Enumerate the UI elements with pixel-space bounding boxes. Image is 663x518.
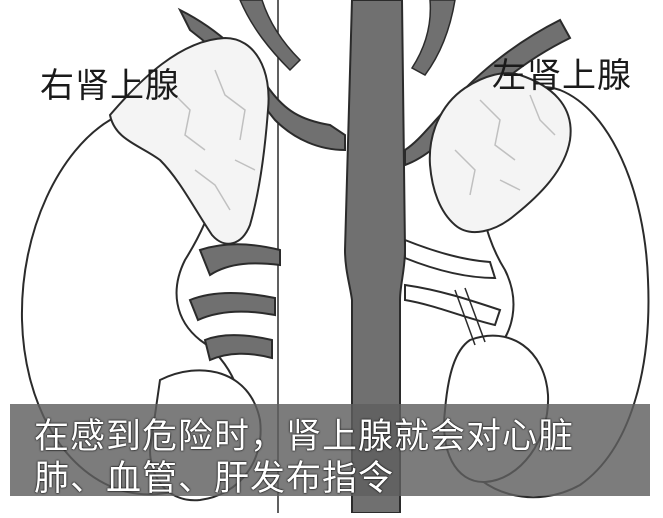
caption-line-2: 肺、血管、肝发布指令 xyxy=(34,459,395,499)
right-adrenal-label: 右肾上腺 xyxy=(40,66,180,106)
right-adrenal-gland xyxy=(108,36,270,245)
caption-line-1: 在感到危险时，肾上腺就会对心脏 xyxy=(34,417,575,457)
caption-background xyxy=(10,404,650,496)
right-renal-vessel-2 xyxy=(188,292,276,322)
right-upper-vessel-2 xyxy=(239,0,302,72)
left-upper-vessel-2 xyxy=(410,0,456,76)
right-renal-vessel xyxy=(198,243,281,277)
right-adrenal-texture xyxy=(169,69,256,211)
right-renal-vessel-3 xyxy=(203,334,273,362)
left-adrenal-texture xyxy=(454,94,556,196)
left-adrenal-gland xyxy=(428,72,572,233)
left-adrenal-label: 左肾上腺 xyxy=(492,56,632,96)
left-renal-line-2 xyxy=(464,287,486,343)
left-renal-vessel xyxy=(404,238,497,280)
left-renal-line xyxy=(454,289,476,346)
left-renal-vessel-2 xyxy=(404,283,502,327)
